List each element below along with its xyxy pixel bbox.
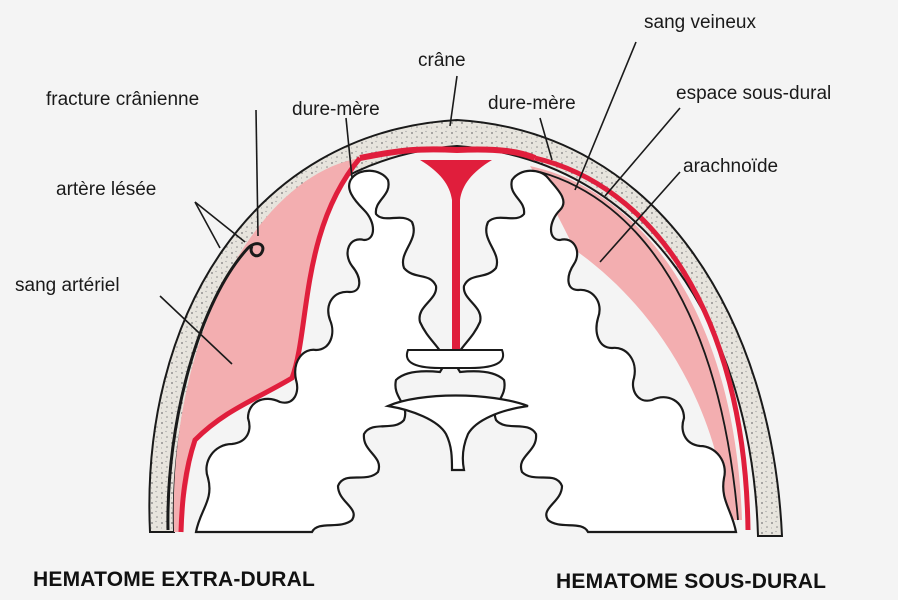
label-dure-mere-right: dure-mère — [488, 94, 576, 113]
label-sang-veineux: sang veineux — [644, 13, 756, 32]
label-sang-arteriel: sang artériel — [15, 276, 120, 295]
label-arachnoide: arachnoïde — [683, 157, 778, 176]
label-dure-mere-left: dure-mère — [292, 100, 380, 119]
corpus-callosum — [388, 396, 528, 471]
title-sous-dural: HEMATOME SOUS-DURAL — [556, 570, 826, 594]
label-espace-sous-dural: espace sous-dural — [676, 84, 831, 103]
interhemispheric-space — [407, 350, 503, 368]
title-extradural: HEMATOME EXTRA-DURAL — [33, 568, 315, 592]
label-artere-lesee: artère lésée — [56, 180, 156, 199]
label-crane: crâne — [418, 51, 466, 70]
label-fracture-cranienne: fracture crânienne — [46, 90, 199, 109]
